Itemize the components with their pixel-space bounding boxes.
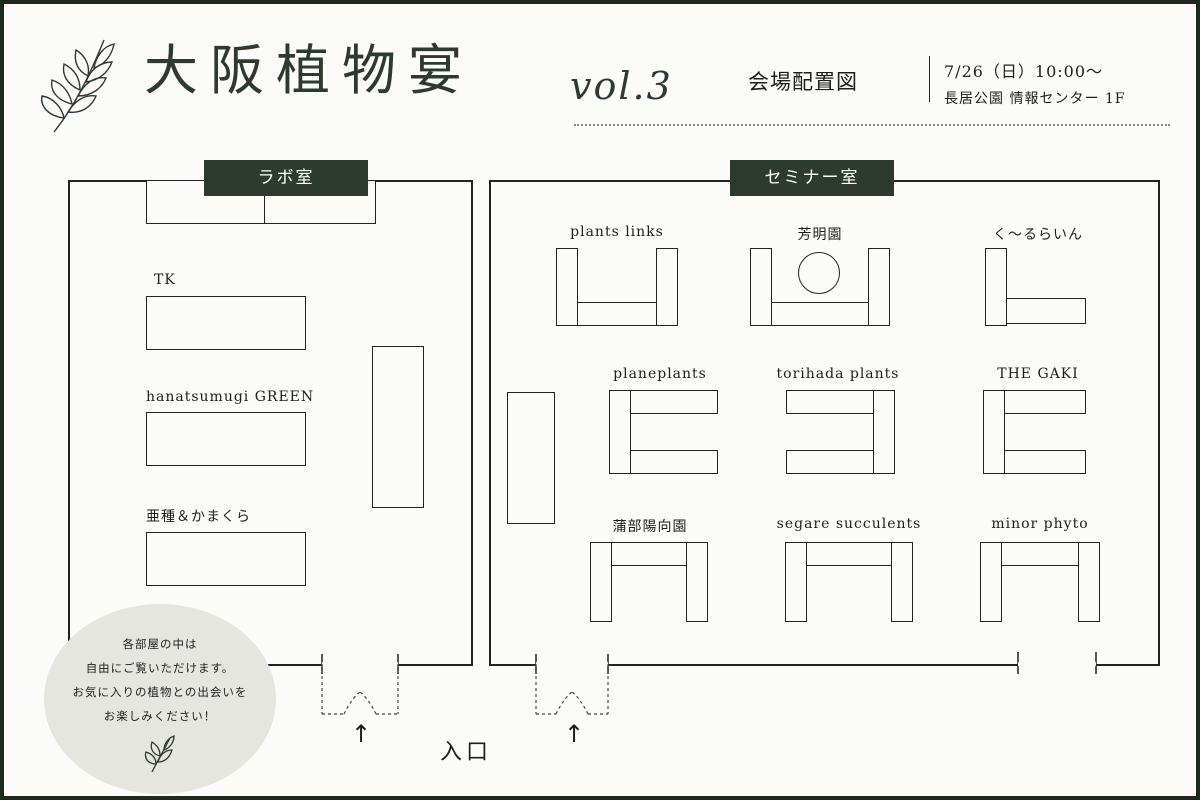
booth-table-homeien-bottom: [771, 302, 869, 326]
booth-label-segare: segare succulents: [776, 516, 922, 532]
booth-table-plants-links-bottom: [577, 302, 657, 326]
booth-table-asyu: [146, 532, 306, 586]
booth-label-torihada: torihada plants: [776, 366, 900, 382]
venue-map-title: 会場配置図: [748, 70, 858, 94]
booth-table-plants-links-left: [556, 248, 578, 326]
event-volume: vol.3: [570, 64, 673, 108]
note-line-4: お楽しみください！: [103, 709, 217, 723]
booth-label-tk: TK: [154, 272, 176, 288]
booth-table-gamabe-left: [590, 542, 612, 622]
event-title: 大阪植物宴: [144, 39, 474, 102]
homeien-round-table: [798, 252, 840, 294]
booth-table-segare-top: [806, 542, 892, 566]
booth-label-hanatsumugi: hanatsumugi GREEN: [146, 389, 315, 405]
booth-label-the-gaki: THE GAKI: [997, 366, 1079, 382]
booth-table-minor-phyto-top: [1001, 542, 1079, 566]
booth-table-homeien-right: [868, 248, 890, 326]
dotted-divider: [574, 124, 1170, 126]
booth-label-kururain: く〜るらいん: [993, 227, 1083, 243]
booth-table-segare-left: [785, 542, 807, 622]
booth-table-gamabe-top: [611, 542, 687, 566]
header-divider: [929, 56, 930, 102]
lab-door: [321, 654, 399, 715]
seminar-door: [535, 654, 609, 715]
seminar-side-table: [507, 392, 555, 524]
note-line-1: 各部屋の中は: [122, 637, 198, 651]
entrance-label: 入口: [440, 740, 493, 765]
booth-table-gamabe-right: [686, 542, 708, 622]
booth-table-homeien-left: [750, 248, 772, 326]
booth-table-plants-links-right: [656, 248, 678, 326]
booth-table-minor-phyto-left: [980, 542, 1002, 622]
booth-table-the-gaki-left: [983, 390, 1005, 474]
event-place: 長居公園 情報センター 1F: [944, 91, 1126, 107]
up-arrow-icon: ↑: [564, 720, 585, 748]
room-label-seminar: セミナー室: [730, 160, 894, 196]
booth-table-planeplants-left: [609, 390, 631, 474]
seminar-rear-door: [1017, 652, 1097, 674]
leaf-sprig-icon: [144, 735, 175, 773]
booth-table-planeplants-top: [630, 390, 718, 414]
venue-map: 大阪植物宴 vol.3 会場配置図 7/26（日）10:00〜 長居公園 情報セ…: [4, 4, 1196, 796]
event-date: 7/26（日）10:00〜: [944, 62, 1104, 81]
booth-label-homeien: 芳明園: [797, 227, 843, 243]
booth-table-torihada-top: [786, 390, 874, 414]
booth-table-hanatsumugi: [146, 412, 306, 466]
booth-label-asyu: 亜種＆かまくら: [146, 509, 251, 525]
note-bubble: 各部屋の中は 自由にご覧いただけます。 お気に入りの植物との出会いを お楽しみく…: [44, 604, 276, 794]
booth-table-minor-phyto-right: [1078, 542, 1100, 622]
booth-table-torihada-right: [873, 390, 895, 474]
room-label-lab: ラボ室: [204, 160, 368, 196]
booth-table-torihada-bottom: [786, 450, 874, 474]
booth-table-kururain-left: [985, 248, 1007, 326]
booth-label-plants-links: plants links: [570, 224, 664, 240]
booth-table-segare-right: [891, 542, 913, 622]
note-line-3: お気に入りの植物との出会いを: [72, 685, 248, 699]
booth-table-tk: [146, 296, 306, 350]
booth-label-planeplants: planeplants: [613, 366, 707, 382]
booth-label-minor-phyto: minor phyto: [991, 516, 1089, 532]
up-arrow-icon: ↑: [351, 720, 372, 748]
booth-table-kururain-bottom: [1006, 298, 1086, 324]
booth-table-the-gaki-bottom: [1004, 450, 1086, 474]
note-line-2: 自由にご覧いただけます。: [85, 661, 235, 675]
booth-label-gamabe: 蒲部陽向園: [612, 519, 688, 535]
booth-table-the-gaki-top: [1004, 390, 1086, 414]
booth-table-planeplants-bottom: [630, 450, 718, 474]
leaf-branch-icon: [41, 39, 115, 133]
lab-side-table: [372, 346, 424, 508]
